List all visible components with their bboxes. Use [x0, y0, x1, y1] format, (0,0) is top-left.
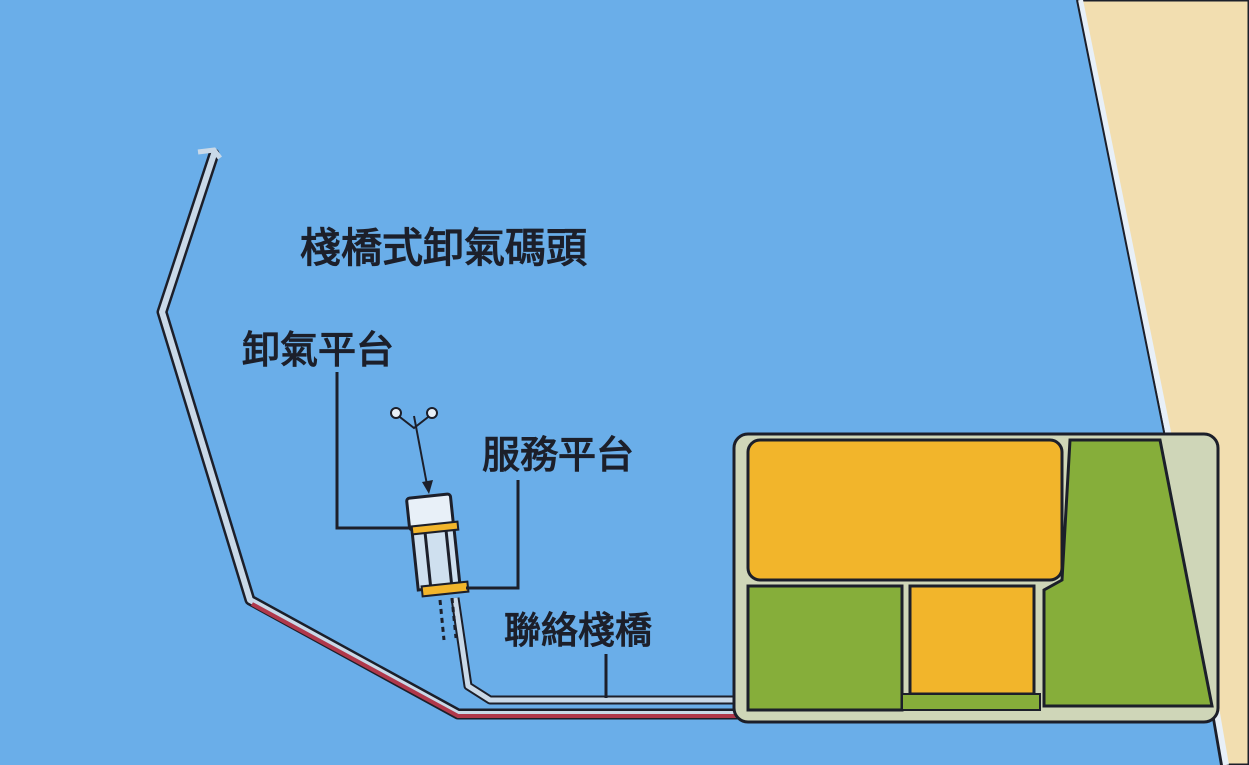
jetty-structure — [390, 407, 470, 641]
yard-plot-green-left — [746, 584, 904, 712]
terminal-yard — [732, 432, 1220, 724]
leader-unloading-platform — [335, 372, 412, 530]
label-service-platform: 服務平台 — [482, 433, 634, 477]
mooring-icon — [395, 413, 433, 430]
yard-plot-yellow-large — [746, 438, 1064, 582]
jetty-deck — [410, 524, 462, 592]
jetty-pile — [444, 529, 454, 589]
yard-plot-green-bottom — [901, 693, 1041, 711]
diagram-title: 棧橋式卸氣碼頭 — [300, 224, 588, 272]
mooring-ring — [426, 407, 438, 419]
breakwater-hook — [197, 147, 222, 160]
trestle-fill — [452, 597, 738, 703]
mooring-ring — [390, 407, 402, 419]
platform-band — [410, 520, 460, 536]
leader-service-platform — [466, 480, 520, 590]
label-trestle: 聯絡棧橋 — [504, 609, 653, 652]
label-unloading-platform: 卸氣平台 — [242, 328, 394, 372]
arrow-icon — [413, 415, 429, 491]
jetty-pile — [438, 599, 446, 641]
yard-plot-green-right — [1042, 438, 1214, 708]
jetty-pile — [423, 531, 433, 591]
jetty-pile — [450, 597, 458, 639]
pipeline — [251, 602, 738, 718]
arrow-head — [422, 480, 433, 494]
yard-plot-yellow-small — [908, 584, 1036, 696]
